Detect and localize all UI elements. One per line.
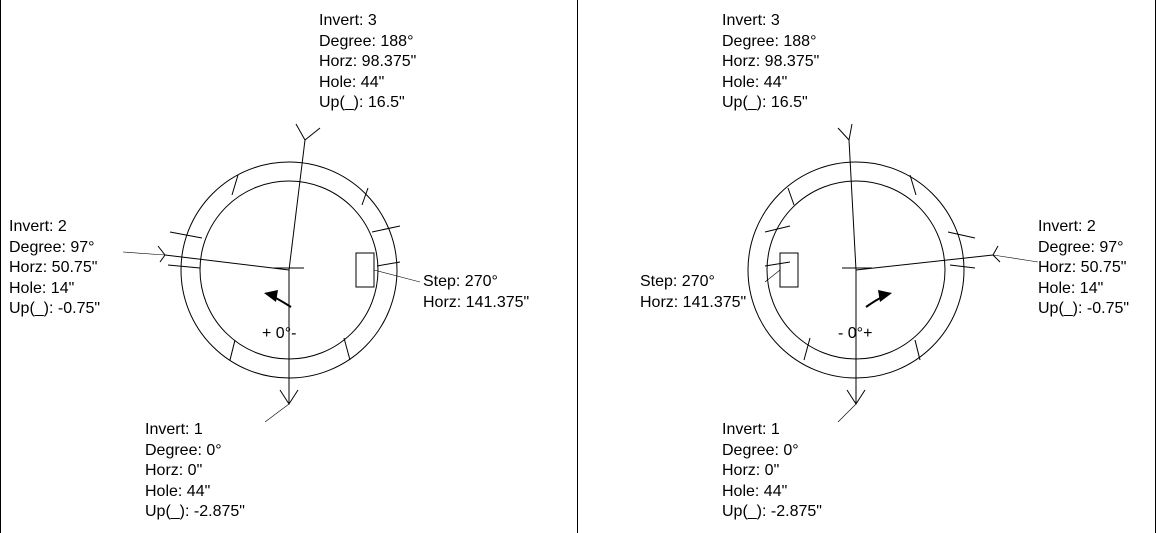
degree-text: Degree: 0° — [145, 441, 222, 459]
up-text: Up(_): 16.5" — [722, 94, 808, 111]
right-step-rect — [779, 252, 799, 288]
left-invert3-label: Invert: 3 Degree: 188° Horz: 98.375" Hol… — [319, 11, 416, 114]
right-manhole: - 0°+ — [747, 123, 1039, 423]
left-invert2-label: Invert: 2 Degree: 97° Horz: 50.75" Hole:… — [9, 217, 100, 320]
invert-text: Invert: 1 — [145, 421, 203, 438]
hole-text: Hole: 44" — [722, 482, 788, 500]
left-step-rect — [355, 252, 375, 288]
horz-text: Horz: 98.375" — [319, 53, 417, 70]
right-zero-label: - 0°+ — [838, 325, 872, 342]
up-text: Up(_): -0.75" — [9, 300, 101, 317]
horz-text: Horz: 50.75" — [9, 259, 98, 276]
horz-text: Horz: 98.375" — [722, 53, 820, 70]
panel-divider — [577, 0, 578, 533]
degree-text: Degree: 0° — [722, 441, 799, 459]
step-text: Step: 270° — [640, 273, 715, 290]
horz-text: Horz: 141.375" — [640, 293, 747, 311]
left-manhole: + 0°- — [122, 123, 421, 423]
hole-text: Hole: 44" — [319, 73, 385, 91]
left-step-label: Step: 270° Horz: 141.375" — [423, 272, 529, 313]
up-text: Up(_): -2.875" — [722, 503, 822, 520]
horz-text: Horz: 50.75" — [1038, 259, 1127, 276]
horz-text: Horz: 0" — [722, 462, 780, 479]
right-step-label: Step: 270° Horz: 141.375" — [640, 272, 746, 313]
right-pipe-invert3 — [848, 139, 857, 271]
left-border — [0, 0, 1, 533]
degree-text: Degree: 188° — [722, 32, 817, 50]
invert-text: Invert: 3 — [319, 12, 377, 29]
degree-text: Degree: 188° — [319, 32, 414, 50]
right-pipe-invert2 — [855, 254, 994, 271]
horz-text: Horz: 0" — [145, 462, 203, 479]
hole-text: Hole: 14" — [1038, 279, 1104, 297]
right-invert2-label: Invert: 2 Degree: 97° Horz: 50.75" Hole:… — [1038, 217, 1129, 320]
up-text: Up(_): -2.875" — [145, 503, 245, 520]
invert-text: Invert: 1 — [722, 421, 780, 438]
left-pipe-invert2 — [164, 254, 290, 271]
invert-text: Invert: 2 — [9, 218, 67, 235]
hole-text: Hole: 44" — [722, 73, 788, 91]
invert-text: Invert: 3 — [722, 12, 780, 29]
left-invert1-label: Invert: 1 Degree: 0° Horz: 0" Hole: 44" … — [145, 420, 245, 523]
step-text: Step: 270° — [423, 273, 498, 290]
right-invert3-label: Invert: 3 Degree: 188° Horz: 98.375" Hol… — [722, 11, 819, 114]
horz-text: Horz: 141.375" — [423, 293, 530, 311]
left-pipe-invert3 — [288, 139, 306, 271]
up-text: Up(_): -0.75" — [1038, 300, 1130, 317]
hole-text: Hole: 44" — [145, 482, 211, 500]
left-zero-label: + 0°- — [262, 325, 296, 342]
degree-text: Degree: 97° — [9, 238, 95, 256]
up-text: Up(_): 16.5" — [319, 94, 405, 111]
hole-text: Hole: 14" — [9, 279, 75, 297]
degree-text: Degree: 97° — [1038, 238, 1124, 256]
right-invert1-label: Invert: 1 Degree: 0° Horz: 0" Hole: 44" … — [722, 420, 822, 523]
invert-text: Invert: 2 — [1038, 218, 1096, 235]
